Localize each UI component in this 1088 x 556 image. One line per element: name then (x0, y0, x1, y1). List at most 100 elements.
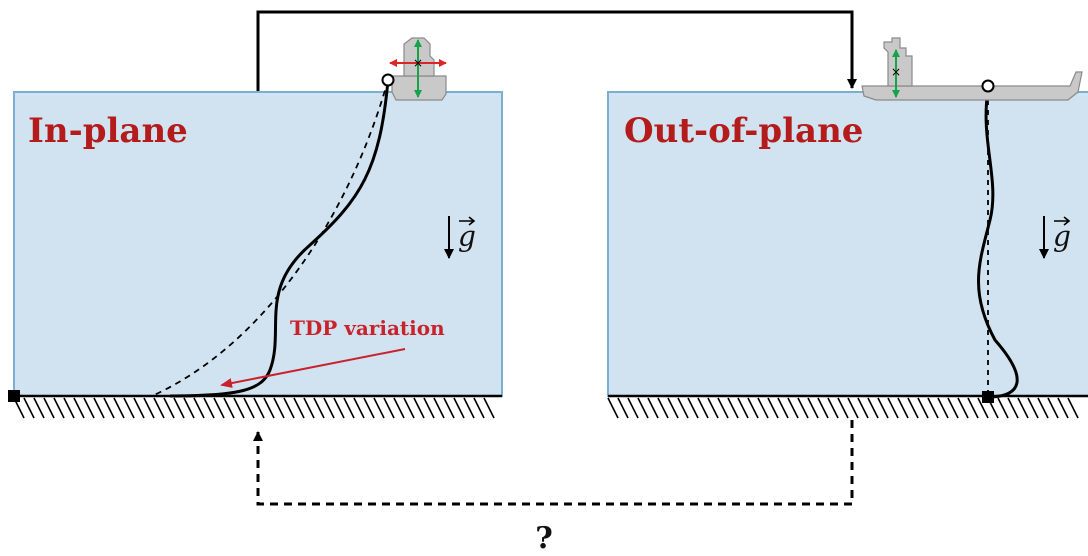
seabed-hatch-mark (373, 397, 385, 419)
seabed-hatch-right (607, 397, 1079, 419)
seabed-hatch-mark (353, 397, 365, 419)
motion-center-mark-left: × (413, 56, 423, 70)
seabed-hatch-mark (687, 397, 699, 419)
seabed-hatch-mark (423, 397, 435, 419)
seabed-hatch-mark (737, 397, 749, 419)
seabed-hatch-mark (343, 397, 355, 419)
seabed-hatch-mark (443, 397, 455, 419)
seabed-hatch-mark (837, 397, 849, 419)
seabed-hatch-mark (967, 397, 979, 419)
seabed-hatch-mark (13, 397, 25, 419)
seabed-hatch-mark (757, 397, 769, 419)
seabed-hatch-mark (987, 397, 999, 419)
seabed-hatch-mark (363, 397, 375, 419)
top-connector-line (256, 10, 857, 92)
seabed-hatch-mark (313, 397, 325, 419)
seabed-hatch-mark (473, 397, 485, 419)
seabed-hatch-mark (153, 397, 165, 419)
seabed-hatch-mark (947, 397, 959, 419)
seabed-hatch-mark (637, 397, 649, 419)
seabed-hatch-mark (333, 397, 345, 419)
seabed-hatch-mark (93, 397, 105, 419)
seabed-hatch-mark (767, 397, 779, 419)
seabed-hatch-mark (647, 397, 659, 419)
vector-arrow-right (1054, 216, 1071, 226)
seabed-hatch-mark (283, 397, 295, 419)
seabed-hatch-mark (937, 397, 949, 419)
seabed-hatch-mark (787, 397, 799, 419)
out-of-plane-panel: Out-of-plane g × (607, 37, 1088, 419)
seabed-hatch-mark (463, 397, 475, 419)
seabed-hatch-mark (857, 397, 869, 419)
seabed-hatch-mark (113, 397, 125, 419)
seabed-hatch-mark (677, 397, 689, 419)
seabed-hatch-mark (817, 397, 829, 419)
seabed-hatch-mark (403, 397, 415, 419)
static-riser-curve (151, 79, 389, 397)
seabed-hatch-mark (617, 397, 629, 419)
seabed-hatch-mark (927, 397, 939, 419)
seabed-hatch-mark (877, 397, 889, 419)
seabed-hatch-mark (33, 397, 45, 419)
seabed-hatch-mark (1027, 397, 1039, 419)
seabed-hatch-mark (433, 397, 445, 419)
vector-arrow-left (459, 216, 476, 226)
seabed-hatch-mark (1067, 397, 1079, 419)
panel-title-out-of-plane: Out-of-plane (624, 111, 863, 151)
hangoff-point-left (381, 73, 395, 87)
seabed-hatch-mark (383, 397, 395, 419)
seabed-hatch-mark (63, 397, 75, 419)
seabed-hatch-mark (243, 397, 255, 419)
seabed-hatch-mark (777, 397, 789, 419)
seabed-hatch-mark (887, 397, 899, 419)
seabed-hatch-mark (393, 397, 405, 419)
seabed-hatch-mark (273, 397, 285, 419)
in-plane-panel: In-plane g TDP variation × (8, 37, 503, 419)
seabed-hatch-mark (143, 397, 155, 419)
seabed-hatch-mark (807, 397, 819, 419)
seabed-hatch-mark (1037, 397, 1049, 419)
tdp-variation-label: TDP variation (290, 316, 445, 340)
seabed-hatch-mark (707, 397, 719, 419)
seabed-hatch-mark (133, 397, 145, 419)
seabed-hatch-mark (977, 397, 989, 419)
seabed-hatch-mark (1047, 397, 1059, 419)
seabed-hatch-mark (163, 397, 175, 419)
motion-center-mark-right: × (891, 65, 901, 79)
seabed-hatch-mark (293, 397, 305, 419)
seabed-hatch-mark (717, 397, 729, 419)
seabed-hatch-mark (727, 397, 739, 419)
seabed-hatch-mark (173, 397, 185, 419)
seabed-hatch-mark (323, 397, 335, 419)
seabed-hatch-mark (23, 397, 35, 419)
water-body-right (607, 91, 1088, 397)
seabed-hatch-mark (957, 397, 969, 419)
seabed-hatch-mark (1017, 397, 1029, 419)
seabed-hatch-mark (223, 397, 235, 419)
question-mark: ? (535, 521, 553, 556)
seabed-hatch-mark (203, 397, 215, 419)
seabed-hatch-mark (667, 397, 679, 419)
seabed-hatch-mark (193, 397, 205, 419)
seabed-hatch-mark (867, 397, 879, 419)
seabed-hatch-mark (607, 397, 619, 419)
seabed-hatch-mark (907, 397, 919, 419)
seabed-hatch-mark (183, 397, 195, 419)
seabed-hatch-mark (483, 397, 495, 419)
seabed-hatch-mark (43, 397, 55, 419)
seabed-hatch-mark (827, 397, 839, 419)
seabed-hatch-mark (697, 397, 709, 419)
bottom-connector-line (253, 420, 854, 506)
gravity-label-left: g (458, 220, 476, 253)
seabed-hatch-mark (797, 397, 809, 419)
seabed-hatch-mark (453, 397, 465, 419)
hangoff-point-right (981, 79, 995, 93)
seabed-hatch-mark (253, 397, 265, 419)
seabed-hatch-mark (213, 397, 225, 419)
seabed-hatch-mark (1007, 397, 1019, 419)
water-body-left (13, 91, 503, 397)
seabed-hatch-mark (263, 397, 275, 419)
seabed-hatch-mark (53, 397, 65, 419)
seabed-hatch-mark (73, 397, 85, 419)
